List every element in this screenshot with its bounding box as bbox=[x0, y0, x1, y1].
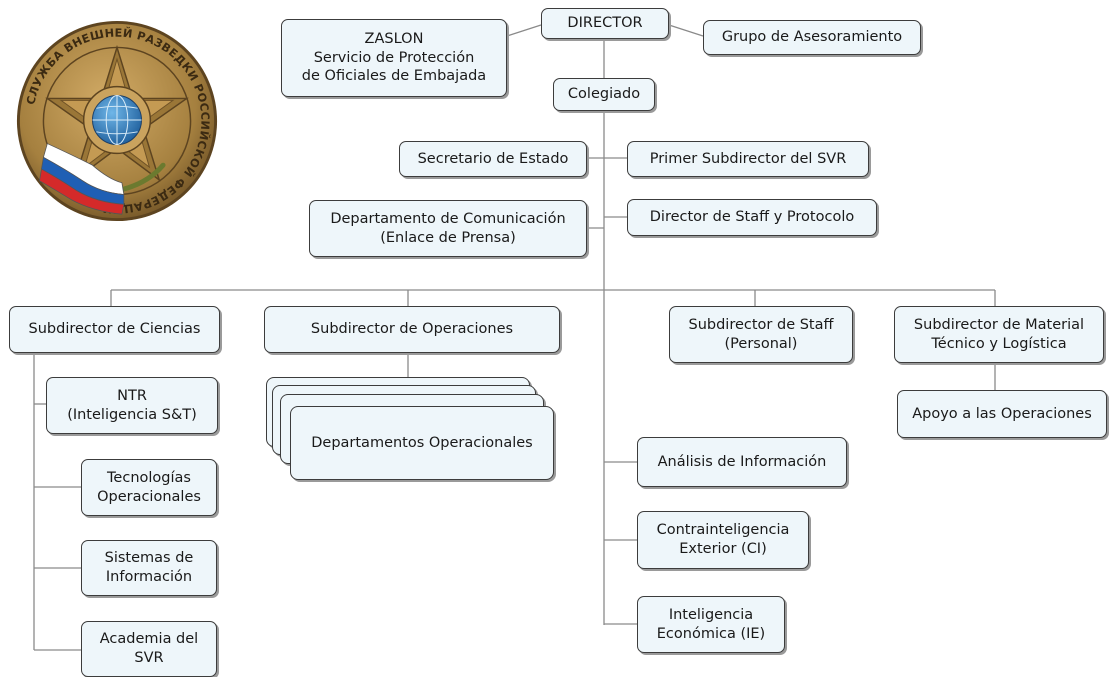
sub-ciencias-label: Subdirector de Ciencias bbox=[28, 321, 201, 338]
zaslon-label: ZASLON Servicio de Protección de Oficial… bbox=[301, 30, 487, 85]
departamentos-label: Departamentos Operacionales bbox=[311, 434, 533, 451]
economica-box: Inteligencia Económica (IE) bbox=[637, 596, 785, 653]
apoyo-label: Apoyo a las Operaciones bbox=[912, 405, 1092, 422]
analisis-box: Análisis de Información bbox=[637, 437, 847, 487]
academia-label: Academia del SVR bbox=[99, 631, 199, 666]
comunicacion-box: Departamento de Comunicación (Enlace de … bbox=[309, 200, 587, 257]
sub-operaciones-label: Subdirector de Operaciones bbox=[310, 321, 514, 338]
sub-operaciones-box: Subdirector de Operaciones bbox=[264, 306, 560, 353]
apoyo-box: Apoyo a las Operaciones bbox=[897, 390, 1107, 438]
sub-ciencias-box: Subdirector de Ciencias bbox=[9, 306, 220, 353]
tecnologias-label: Tecnologías Operacionales bbox=[97, 469, 201, 505]
analisis-label: Análisis de Información bbox=[657, 453, 827, 470]
zaslon-box: ZASLON Servicio de Protección de Oficial… bbox=[281, 19, 507, 97]
asesoramiento-box: Grupo de Asesoramiento bbox=[703, 20, 921, 55]
sub-material-label: Subdirector de Material Técnico y Logíst… bbox=[913, 316, 1085, 352]
sub-staff-box: Subdirector de Staff (Personal) bbox=[669, 306, 853, 363]
asesoramiento-label: Grupo de Asesoramiento bbox=[721, 29, 903, 46]
svr-seal-emblem-icon: СЛУЖБА ВНЕШНЕЙ РАЗВЕДКИ РОССИЙСКОЙ ФЕДЕР… bbox=[16, 20, 218, 222]
primer-subdirector-box: Primer Subdirector del SVR bbox=[627, 141, 869, 177]
connector-line bbox=[668, 24, 704, 37]
comunicacion-label: Departamento de Comunicación (Enlace de … bbox=[330, 210, 566, 246]
ntr-box: NTR (Inteligencia S&T) bbox=[46, 377, 218, 434]
contrainteligencia-box: Contrainteligencia Exterior (CI) bbox=[637, 511, 809, 569]
sub-material-box: Subdirector de Material Técnico y Logíst… bbox=[894, 306, 1104, 363]
director-box: DIRECTOR bbox=[541, 8, 669, 39]
secretario-label: Secretario de Estado bbox=[417, 150, 569, 167]
departamentos-box: Departamentos Operacionales bbox=[290, 406, 554, 480]
colegiado-label: Colegiado bbox=[567, 86, 641, 103]
staff-protocolo-label: Director de Staff y Protocolo bbox=[649, 209, 855, 226]
ntr-label: NTR (Inteligencia S&T) bbox=[67, 387, 197, 423]
sistemas-label: Sistemas de Información bbox=[104, 550, 194, 585]
director-label: DIRECTOR bbox=[567, 15, 643, 32]
sistemas-box: Sistemas de Información bbox=[81, 540, 217, 596]
primer-subdirector-label: Primer Subdirector del SVR bbox=[649, 150, 847, 167]
colegiado-box: Colegiado bbox=[553, 78, 655, 111]
secretario-box: Secretario de Estado bbox=[399, 141, 587, 177]
connector-line bbox=[506, 24, 542, 37]
economica-label: Inteligencia Económica (IE) bbox=[656, 606, 766, 642]
academia-box: Academia del SVR bbox=[81, 621, 217, 677]
tecnologias-box: Tecnologías Operacionales bbox=[81, 459, 217, 516]
staff-protocolo-box: Director de Staff y Protocolo bbox=[627, 199, 877, 236]
contrainteligencia-label: Contrainteligencia Exterior (CI) bbox=[656, 522, 790, 557]
sub-staff-label: Subdirector de Staff (Personal) bbox=[688, 316, 834, 352]
